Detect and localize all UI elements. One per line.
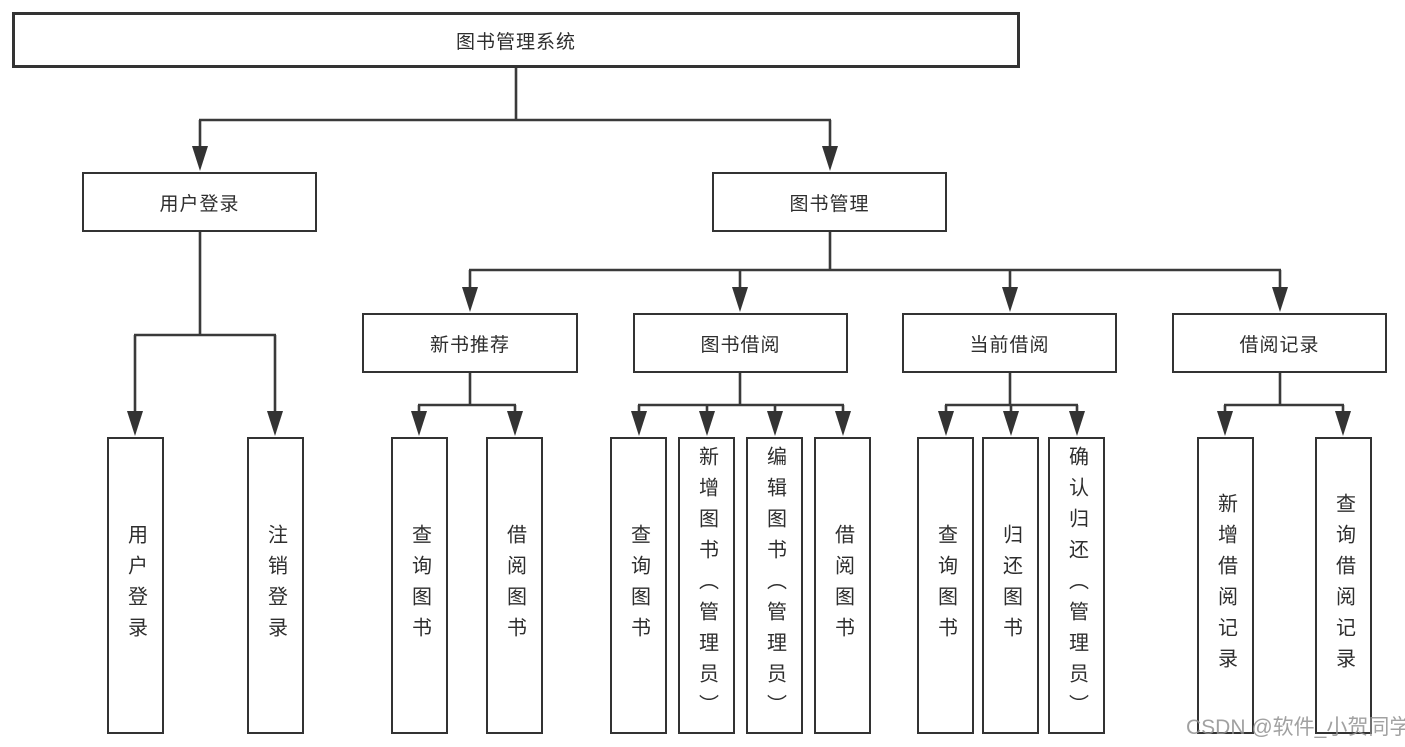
leaf-borrow-book-1: 借阅图书 [486,437,543,734]
leaf-user-login-label: 用户登录 [124,523,147,648]
connector-borrow-records-subtree [1223,373,1345,414]
node-user-login: 用户登录 [82,172,317,232]
leaf-logout-label: 注销登录 [264,523,287,648]
leaf-query-book-2: 查询图书 [610,437,667,734]
leaf-return-book-label: 归还图书 [999,523,1022,648]
leaf-query-book-3-label: 查询图书 [934,523,957,648]
node-root-label: 图书管理系统 [455,31,576,53]
leaf-add-borrow-record: 新增借阅记录 [1197,437,1254,734]
leaf-query-borrow-record-label: 查询借阅记录 [1332,492,1355,679]
node-borrow-records: 借阅记录 [1172,313,1387,373]
node-book-management: 图书管理 [712,172,947,232]
leaf-borrow-book-2: 借阅图书 [814,437,871,734]
leaf-edit-book-admin-label: 编辑图书（管理员） [763,446,786,725]
leaf-query-book-2-label: 查询图书 [627,523,650,648]
node-user-login-label: 用户登录 [159,193,240,215]
node-new-book-recommend-label: 新书推荐 [429,334,510,356]
leaf-add-book-admin-label: 新增图书（管理员） [695,446,718,725]
leaf-borrow-book-1-label: 借阅图书 [503,523,526,648]
leaf-query-borrow-record: 查询借阅记录 [1315,437,1372,734]
leaf-add-book-admin: 新增图书（管理员） [678,437,735,734]
node-current-borrow: 当前借阅 [902,313,1117,373]
connector-book-mgmt-to-level3 [468,232,1282,291]
node-root-system: 图书管理系统 [12,12,1020,68]
leaf-logout: 注销登录 [247,437,304,734]
leaf-confirm-return-admin: 确认归还（管理员） [1048,437,1105,734]
connector-current-borrow-subtree [944,373,1079,414]
connector-book-borrow-subtree [637,373,845,414]
node-current-borrow-label: 当前借阅 [969,334,1050,356]
node-book-management-label: 图书管理 [789,193,870,215]
leaf-user-login: 用户登录 [107,437,164,734]
node-book-borrow-label: 图书借阅 [700,334,781,356]
arrowheads [127,146,1351,436]
leaf-query-book-1: 查询图书 [391,437,448,734]
leaf-return-book: 归还图书 [982,437,1039,734]
leaf-query-book-3: 查询图书 [917,437,974,734]
leaf-add-borrow-record-label: 新增借阅记录 [1214,492,1237,679]
leaf-confirm-return-admin-label: 确认归还（管理员） [1065,446,1088,725]
connector-new-book-rec-subtree [417,373,517,414]
leaf-query-book-1-label: 查询图书 [408,523,431,648]
connector-user-login-subtree [133,232,277,414]
connector-root-to-level2 [198,68,832,149]
leaf-borrow-book-2-label: 借阅图书 [831,523,854,648]
node-borrow-records-label: 借阅记录 [1239,334,1320,356]
leaf-edit-book-admin: 编辑图书（管理员） [746,437,803,734]
node-book-borrow: 图书借阅 [633,313,848,373]
csdn-watermark: CSDN @软件_小贺同学 [1186,716,1405,739]
node-new-book-recommend: 新书推荐 [362,313,578,373]
